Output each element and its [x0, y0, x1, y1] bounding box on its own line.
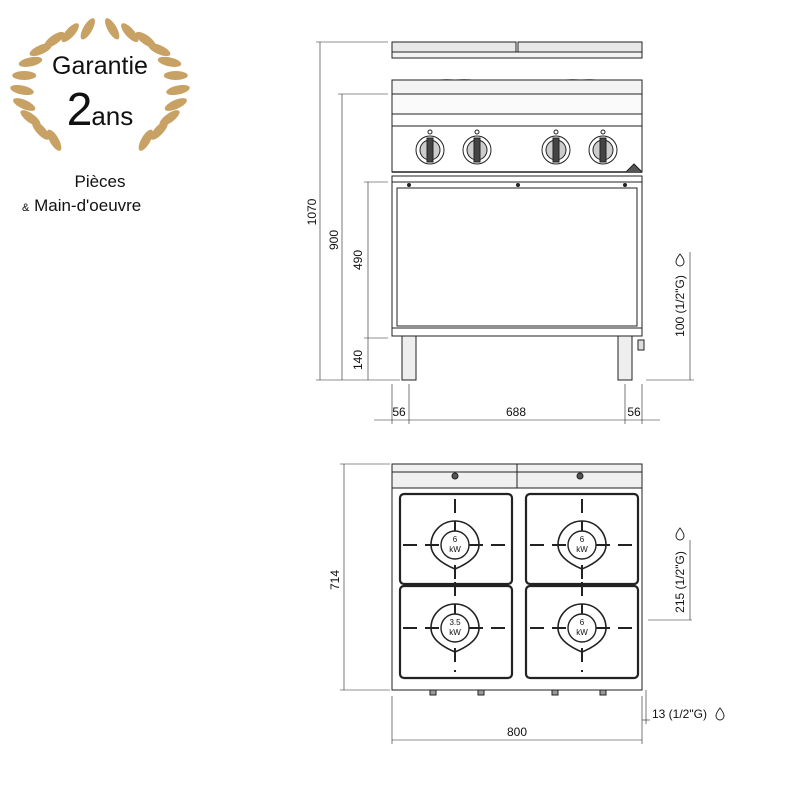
dim-gas-inlet-side: 215 (1/2"G): [673, 551, 687, 613]
dim-width-total: 800: [507, 725, 527, 739]
front-view: [316, 41, 694, 424]
dim-width-left: 56: [392, 405, 406, 419]
burner-power: 6: [580, 618, 585, 627]
gas-drop-icon: [675, 253, 685, 267]
burner-power: 3.5: [449, 618, 461, 627]
burner-cap: [567, 613, 597, 643]
control-knob: [415, 129, 445, 165]
control-knob: [541, 129, 571, 165]
burner-cap: [567, 530, 597, 560]
dim-height-worktop: 900: [327, 230, 341, 250]
burner-power-unit: kW: [576, 545, 588, 554]
warranty-badge: Garantie 2ans Pièces & Main-d'oeuvre: [0, 0, 200, 230]
top-view: [340, 463, 692, 744]
dim-height-total: 1070: [305, 198, 319, 225]
burner-cap: [440, 530, 470, 560]
dim-gas-inlet-rear: 13 (1/2"G): [652, 707, 707, 721]
dim-height-legs: 140: [351, 350, 365, 370]
dim-height-cabinet: 490: [351, 250, 365, 270]
warranty-labour-text: Main-d'oeuvre: [34, 196, 142, 215]
burner-power-unit: kW: [576, 628, 588, 637]
burner-power: 6: [453, 535, 458, 544]
burner-power-unit: kW: [449, 628, 461, 637]
warranty-years: 2ans: [0, 82, 200, 136]
warranty-years-number: 2: [66, 83, 93, 135]
control-knob: [462, 129, 492, 165]
dim-gas-inlet-height: 100 (1/2"G): [673, 275, 687, 337]
gas-drop-icon: [715, 707, 725, 721]
warranty-labour: & Main-d'oeuvre: [22, 196, 202, 216]
dim-width-center: 688: [506, 405, 526, 419]
burner-cap: [440, 613, 470, 643]
gas-drop-icon: [675, 527, 685, 541]
dim-width-right: 56: [627, 405, 641, 419]
warranty-years-word: ans: [91, 101, 134, 131]
warranty-label: Garantie: [52, 52, 148, 80]
burner-power: 6: [580, 535, 585, 544]
control-knob: [588, 129, 618, 165]
dim-depth: 714: [328, 570, 342, 590]
laurel-wreath-icon: [10, 18, 190, 151]
warranty-parts: Pièces: [74, 172, 126, 191]
warranty-amp: &: [22, 202, 30, 214]
burner-power-unit: kW: [449, 545, 461, 554]
